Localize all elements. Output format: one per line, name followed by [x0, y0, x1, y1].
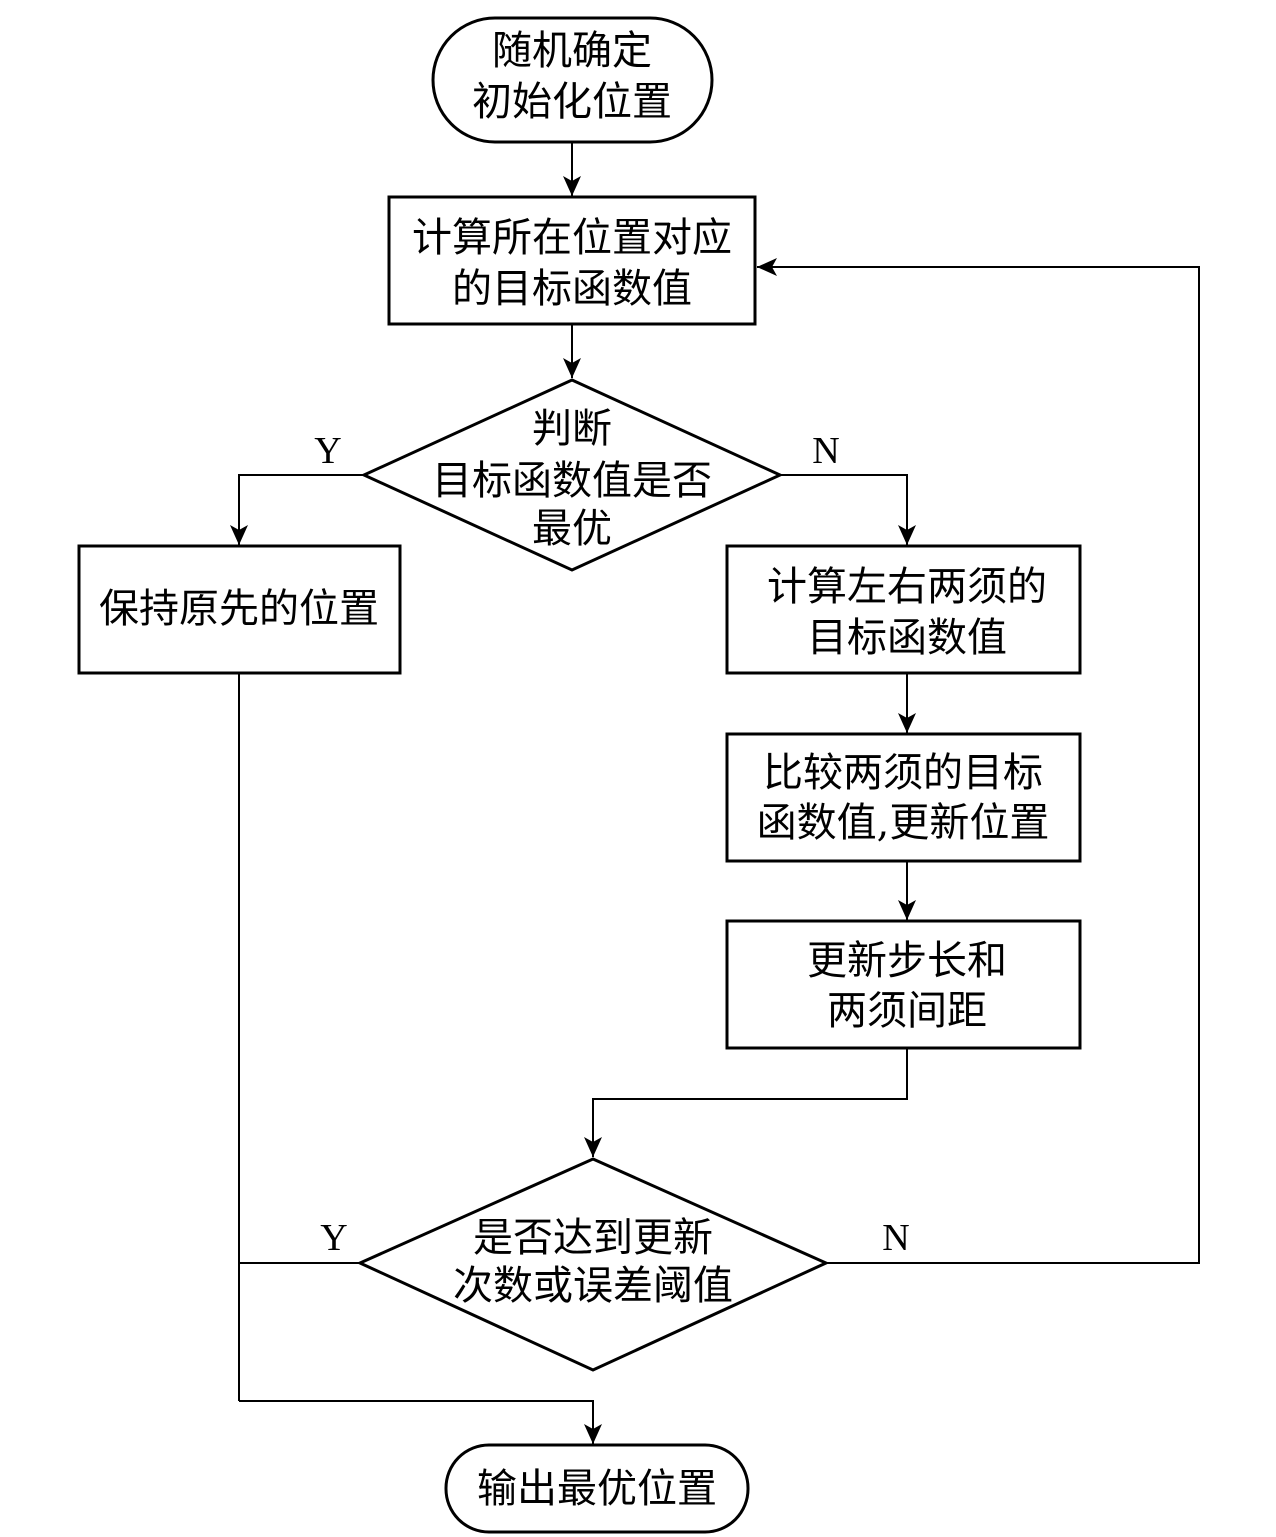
node-decision-optimal-line2: 目标函数值是否	[432, 458, 712, 504]
node-calc-objective-line1: 计算所在位置对应	[412, 215, 732, 261]
node-calc-objective: 计算所在位置对应 的目标函数值	[387, 195, 757, 326]
node-compare-update-line1: 比较两须的目标	[763, 750, 1043, 796]
node-calc-whiskers-line2: 目标函数值	[807, 615, 1007, 661]
edges	[230, 143, 1200, 1444]
node-calc-objective-line2: 的目标函数值	[452, 266, 692, 312]
node-keep-position-line1: 保持原先的位置	[99, 586, 379, 632]
edge-update-to-stop-decision	[584, 1049, 908, 1157]
node-keep-position: 保持原先的位置	[77, 544, 402, 675]
node-start: 随机确定 初始化位置	[431, 16, 714, 144]
node-start-line1: 随机确定	[492, 28, 652, 74]
node-decision-optimal-line3: 最优	[532, 506, 612, 552]
node-update-step: 更新步长和 两须间距	[725, 919, 1082, 1050]
node-decision-stop: 是否达到更新 次数或误差阈值	[356, 1157, 830, 1372]
label-optimal-no: N	[812, 430, 839, 472]
node-update-step-line2: 两须间距	[827, 988, 987, 1034]
node-compare-update-line2: 函数值,更新位置	[757, 800, 1050, 846]
node-decision-optimal-line1: 判断	[532, 406, 612, 452]
node-calc-whiskers: 计算左右两须的 目标函数值	[725, 544, 1082, 675]
node-end-line1: 输出最优位置	[477, 1466, 717, 1512]
node-decision-optimal: 判断 目标函数值是否 最优	[360, 378, 784, 572]
node-decision-stop-line2: 次数或误差阈值	[453, 1263, 733, 1309]
label-stop-no: N	[882, 1217, 909, 1259]
edge-join-to-end	[239, 1400, 602, 1444]
node-calc-whiskers-line1: 计算左右两须的	[767, 564, 1047, 610]
node-end: 输出最优位置	[444, 1443, 750, 1534]
label-optimal-yes: Y	[314, 430, 341, 472]
edge-decision-no-to-whiskers	[779, 474, 916, 545]
label-stop-yes: Y	[320, 1217, 347, 1259]
edge-stop-no-loop-back	[757, 258, 1200, 1264]
edge-labels: Y N Y N	[314, 430, 909, 1259]
node-start-line2: 初始化位置	[472, 79, 672, 125]
node-decision-stop-line1: 是否达到更新	[473, 1215, 713, 1261]
edge-decision-yes-to-keep	[230, 474, 365, 545]
node-update-step-line1: 更新步长和	[807, 938, 1007, 984]
node-compare-update: 比较两须的目标 函数值,更新位置	[725, 732, 1082, 863]
